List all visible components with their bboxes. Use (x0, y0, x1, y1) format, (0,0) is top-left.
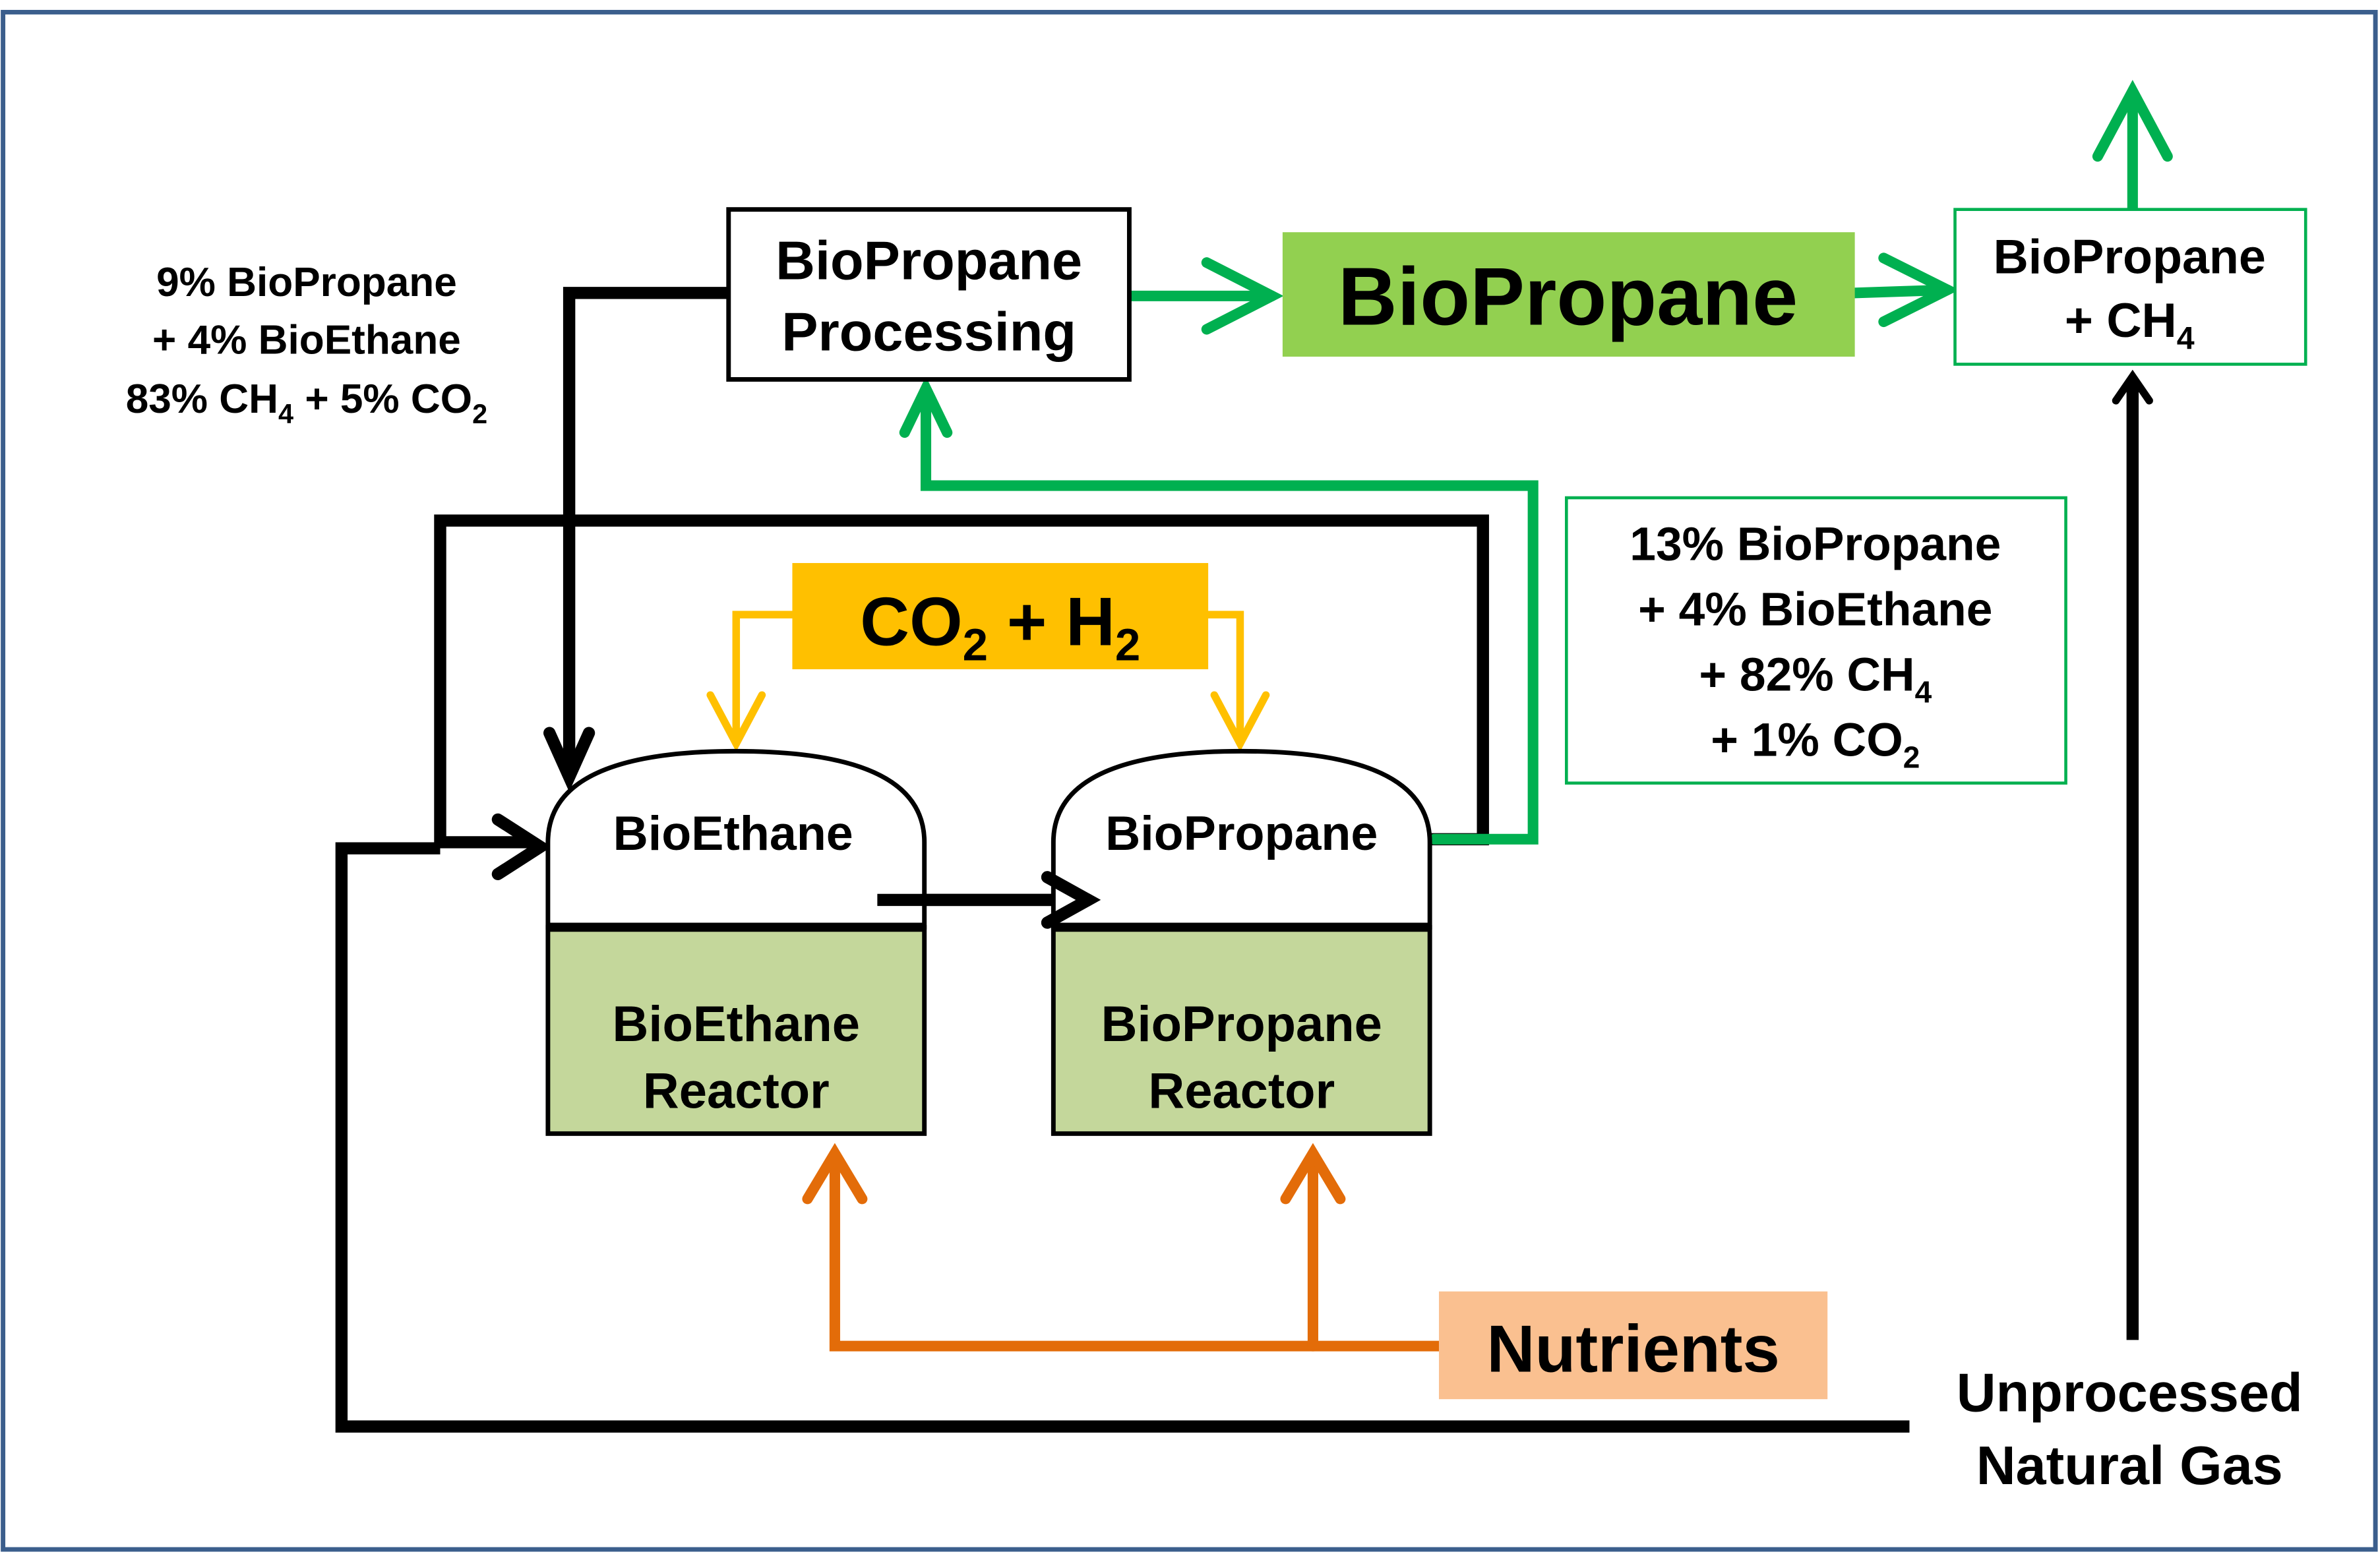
arrowhead-icon (1201, 257, 1284, 335)
svg-text:+ CH4: + CH4 (2065, 293, 2195, 356)
natural-gas-label: Unprocessed Natural Gas (1957, 1362, 2303, 1496)
arrowhead-icon (1878, 253, 1960, 328)
svg-text:Processing: Processing (781, 301, 1076, 363)
svg-text:Reactor: Reactor (643, 1063, 830, 1119)
arrowhead-icon (2092, 80, 2173, 162)
nutrients-to-ethane-line (829, 1151, 1445, 1352)
arrowhead-icon (899, 376, 953, 438)
co2-to-propane-line (1204, 611, 1244, 748)
co2-h2-box: CO2 + H2 (792, 562, 1209, 670)
bioproane-product-box: BioPropane (1282, 232, 1855, 357)
svg-text:+ 1% CO2: + 1% CO2 (1711, 713, 1920, 774)
svg-text:Natural Gas: Natural Gas (1976, 1435, 2283, 1496)
output-box: BioPropane + CH4 (1953, 208, 2307, 366)
svg-text:13% BioPropane: 13% BioPropane (1630, 518, 2001, 570)
natural-gas-line (335, 842, 1910, 1433)
processing-box: BioPropane Processing (726, 207, 1132, 382)
svg-text:Unprocessed: Unprocessed (1957, 1362, 2303, 1423)
reactor-gas-composition-box: 13% BioPropane + 4% BioEthane + 82% CH4 … (1565, 496, 2067, 785)
svg-text:CO2 + H2: CO2 + H2 (860, 583, 1140, 670)
svg-text:BioPropane: BioPropane (1105, 806, 1378, 860)
svg-text:9% BioPropane: 9% BioPropane (156, 260, 457, 305)
arrowhead-icon (1041, 871, 1101, 929)
co2-to-ethane-line (732, 611, 797, 748)
svg-text:+ 4% BioEthane: + 4% BioEthane (152, 317, 461, 363)
bioethane-reactor: BioEthane BioEthane Reactor (545, 748, 927, 1136)
svg-text:83% CH4 + 5% CO2: 83% CH4 + 5% CO2 (126, 376, 487, 429)
svg-text:+ 82% CH4: + 82% CH4 (1699, 648, 1932, 709)
svg-text:Nutrients: Nutrients (1486, 1312, 1779, 1387)
svg-text:BioPropane: BioPropane (1338, 251, 1798, 343)
nutrients-box: Nutrients (1438, 1291, 1828, 1400)
arrowhead-icon (706, 691, 766, 752)
svg-text:Reactor: Reactor (1148, 1063, 1335, 1119)
svg-text:+ 4% BioEthane: + 4% BioEthane (1638, 583, 1992, 636)
arrowhead-icon (543, 727, 595, 792)
feed-composition-label: 9% BioPropane + 4% BioEthane 83% CH4 + 5… (126, 260, 487, 429)
biopropane-reactor: BioPropane BioPropane Reactor (1051, 748, 1432, 1136)
svg-text:BioPropane: BioPropane (776, 230, 1082, 291)
arrowhead-icon (1280, 1143, 1346, 1205)
gas-to-processing-line (920, 386, 1539, 845)
arrowhead-icon (491, 813, 552, 881)
svg-text:BioPropane: BioPropane (1994, 229, 2266, 284)
arrowhead-icon (802, 1143, 868, 1205)
recycle-line-to-ethane (563, 287, 729, 767)
svg-text:BioPropane: BioPropane (1101, 996, 1382, 1052)
svg-text:BioEthane: BioEthane (613, 806, 853, 860)
svg-text:BioEthane: BioEthane (613, 996, 860, 1052)
arrowhead-icon (1210, 691, 1270, 752)
arrowhead-icon (2112, 369, 2153, 405)
